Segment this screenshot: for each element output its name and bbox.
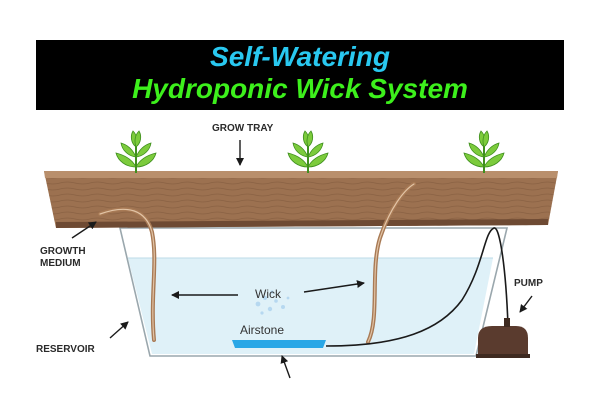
reservoir-arrow — [109, 321, 129, 339]
pump — [478, 326, 528, 356]
air-tube — [325, 227, 509, 347]
wick-arrow-right — [303, 280, 365, 293]
title-line-2: Hydroponic Wick System — [132, 73, 468, 104]
plant-left — [115, 130, 157, 174]
airstone-label: Airstone — [240, 323, 284, 337]
pump-arrow — [519, 295, 533, 313]
title-line-1: Self-Watering — [210, 41, 390, 72]
grow-tray-label: GROW TRAY — [212, 123, 274, 134]
air-bubbles — [255, 290, 290, 315]
growth-medium-arrow — [71, 221, 97, 239]
growth-medium-label-line1: GROWTH — [40, 246, 86, 257]
plant-right — [463, 130, 505, 174]
airstone — [232, 340, 326, 348]
airstone-arrow — [280, 355, 291, 379]
growth-medium-label-line2: MEDIUM — [40, 258, 81, 269]
plant-center — [287, 130, 329, 174]
title-banner: Self-Watering Hydroponic Wick System — [36, 40, 564, 110]
reservoir-water — [128, 258, 493, 354]
wick-label: Wick — [255, 287, 282, 301]
pump-label: PUMP — [514, 278, 543, 289]
reservoir-label: RESERVOIR — [36, 344, 95, 355]
